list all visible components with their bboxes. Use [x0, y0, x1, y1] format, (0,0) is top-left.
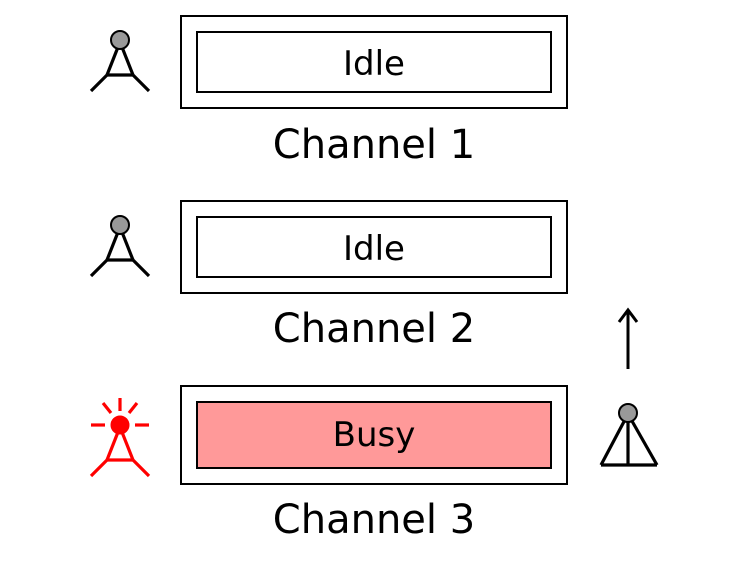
channel-label: Channel 3 — [273, 497, 475, 543]
channel-status-text: Idle — [343, 44, 405, 84]
antenna-tower-icon — [89, 30, 151, 93]
antenna-tower-icon — [89, 215, 151, 278]
channel-status-box — [196, 401, 552, 469]
channel-3: Busy Channel 3 — [89, 385, 568, 543]
antenna-tower-icon — [599, 403, 659, 467]
transmitting-antenna-icon — [89, 398, 151, 478]
channel-label: Channel 1 — [273, 122, 475, 168]
channel-2: Idle Channel 2 — [89, 200, 568, 352]
channel-label: Channel 2 — [273, 306, 475, 352]
channel-status-text: Busy — [333, 415, 416, 455]
channel-1: Idle Channel 1 — [89, 15, 568, 168]
channel-status-text: Idle — [343, 229, 405, 269]
up-arrow-icon — [617, 307, 639, 369]
channel-status-box — [196, 31, 552, 93]
channel-status-box — [196, 216, 552, 278]
